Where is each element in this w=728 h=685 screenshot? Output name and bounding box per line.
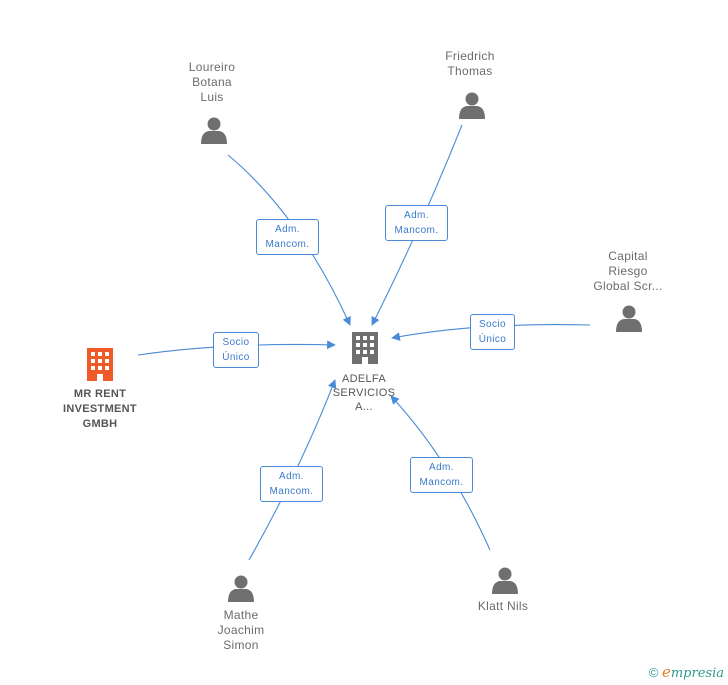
person-icon[interactable] (616, 305, 642, 333)
person-icon[interactable] (201, 117, 227, 145)
brand-logo: © empresia (649, 663, 724, 681)
brand-initial: e (661, 663, 671, 681)
node-label-klatt[interactable]: Klatt Nils (477, 599, 529, 613)
building-icon-highlight[interactable] (87, 348, 113, 381)
node-label-mrrent[interactable]: MR RENT INVESTMENT GMBH (63, 388, 137, 430)
relation-label-mathe: Adm. Mancom. (260, 466, 323, 502)
node-label-friedrich[interactable]: Friedrich Thomas (445, 49, 495, 78)
relation-label-loureiro: Adm. Mancom. (256, 219, 319, 255)
node-label-mathe[interactable]: Mathe Joachim Simon (217, 608, 265, 652)
person-icon[interactable] (492, 567, 518, 595)
person-icon[interactable] (228, 575, 254, 603)
node-label-capital[interactable]: Capital Riesgo Global Scr... (593, 249, 663, 293)
building-icon[interactable] (352, 332, 378, 364)
person-icon[interactable] (459, 92, 485, 120)
node-label-loureiro[interactable]: Loureiro Botana Luis (188, 60, 236, 104)
copyright-symbol: © (648, 665, 659, 680)
relation-label-mrrent: Socio Único (213, 332, 259, 368)
relation-label-friedrich: Adm. Mancom. (385, 205, 448, 241)
node-label-center[interactable]: ADELFA SERVICIOS A... (332, 373, 396, 413)
relation-label-klatt: Adm. Mancom. (410, 457, 473, 493)
brand-name: mpresia (670, 666, 724, 681)
relation-label-capital: Socio Único (470, 314, 515, 350)
